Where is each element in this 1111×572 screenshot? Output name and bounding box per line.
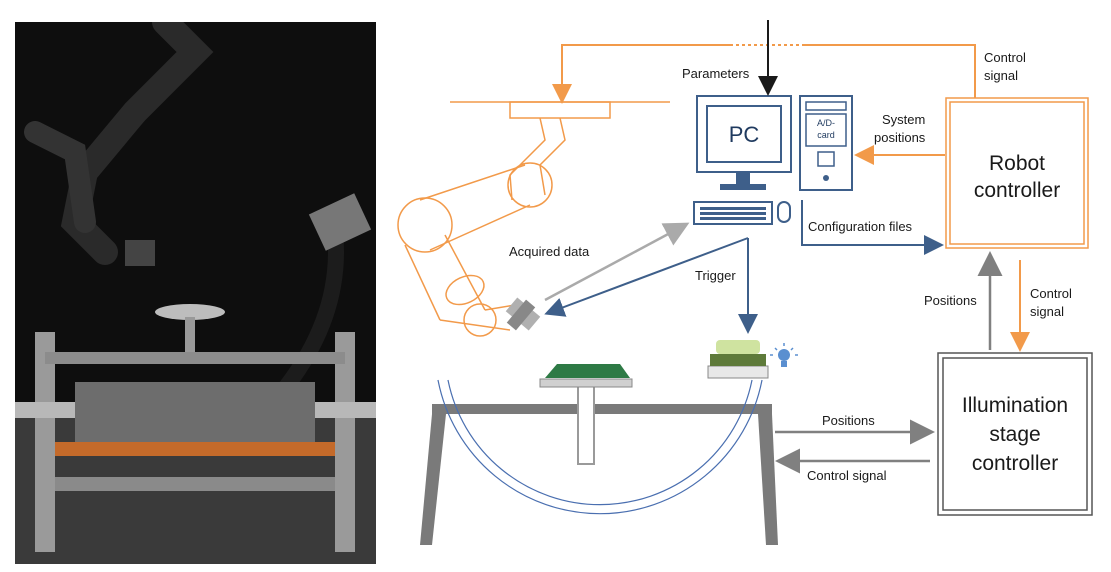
system-positions-line1: System xyxy=(882,112,925,127)
pc-icon: PC A/D- card xyxy=(693,95,853,225)
robot-controller-box: Robot controller xyxy=(945,97,1089,249)
robot-controller-line2: controller xyxy=(974,179,1060,202)
trigger-label: Trigger xyxy=(695,268,736,283)
control-signal-top-line1: Control xyxy=(984,50,1026,65)
control-signal-left-label: Control signal xyxy=(807,468,887,483)
card-label-line1: A/D- xyxy=(817,118,835,128)
light-source-icon xyxy=(707,340,769,379)
control-signal-top-line2: signal xyxy=(984,68,1018,83)
lightbulb-icon xyxy=(770,343,798,367)
illumination-controller-box: Illumination stage controller xyxy=(937,352,1093,516)
robot-controller-line1: Robot xyxy=(989,152,1045,175)
acquired-data-arrow xyxy=(544,222,690,302)
illumination-arc xyxy=(437,379,763,515)
positions-up-label: Positions xyxy=(924,293,977,308)
control-signal-down-line2: signal xyxy=(1030,304,1064,319)
acquired-data-label: Acquired data xyxy=(509,244,590,259)
configuration-files-arrow xyxy=(801,200,944,255)
table-frame xyxy=(420,404,778,545)
configuration-files-label: Configuration files xyxy=(808,219,913,234)
illum-controller-line2: stage xyxy=(989,423,1040,446)
camera-icon xyxy=(505,297,541,331)
illum-controller-line3: controller xyxy=(972,452,1058,475)
setup-photo xyxy=(15,22,376,564)
sample-stage xyxy=(539,364,633,465)
illum-controller-line1: Illumination xyxy=(962,394,1068,417)
trigger-to-camera-arrow xyxy=(544,237,749,317)
card-label-line2: card xyxy=(817,130,835,140)
control-signal-down-line1: Control xyxy=(1030,286,1072,301)
positions-right-label: Positions xyxy=(822,413,875,428)
robot-arm-outline xyxy=(397,101,670,337)
pc-label: PC xyxy=(729,122,760,147)
parameters-label: Parameters xyxy=(682,66,750,81)
system-positions-line2: positions xyxy=(874,130,926,145)
